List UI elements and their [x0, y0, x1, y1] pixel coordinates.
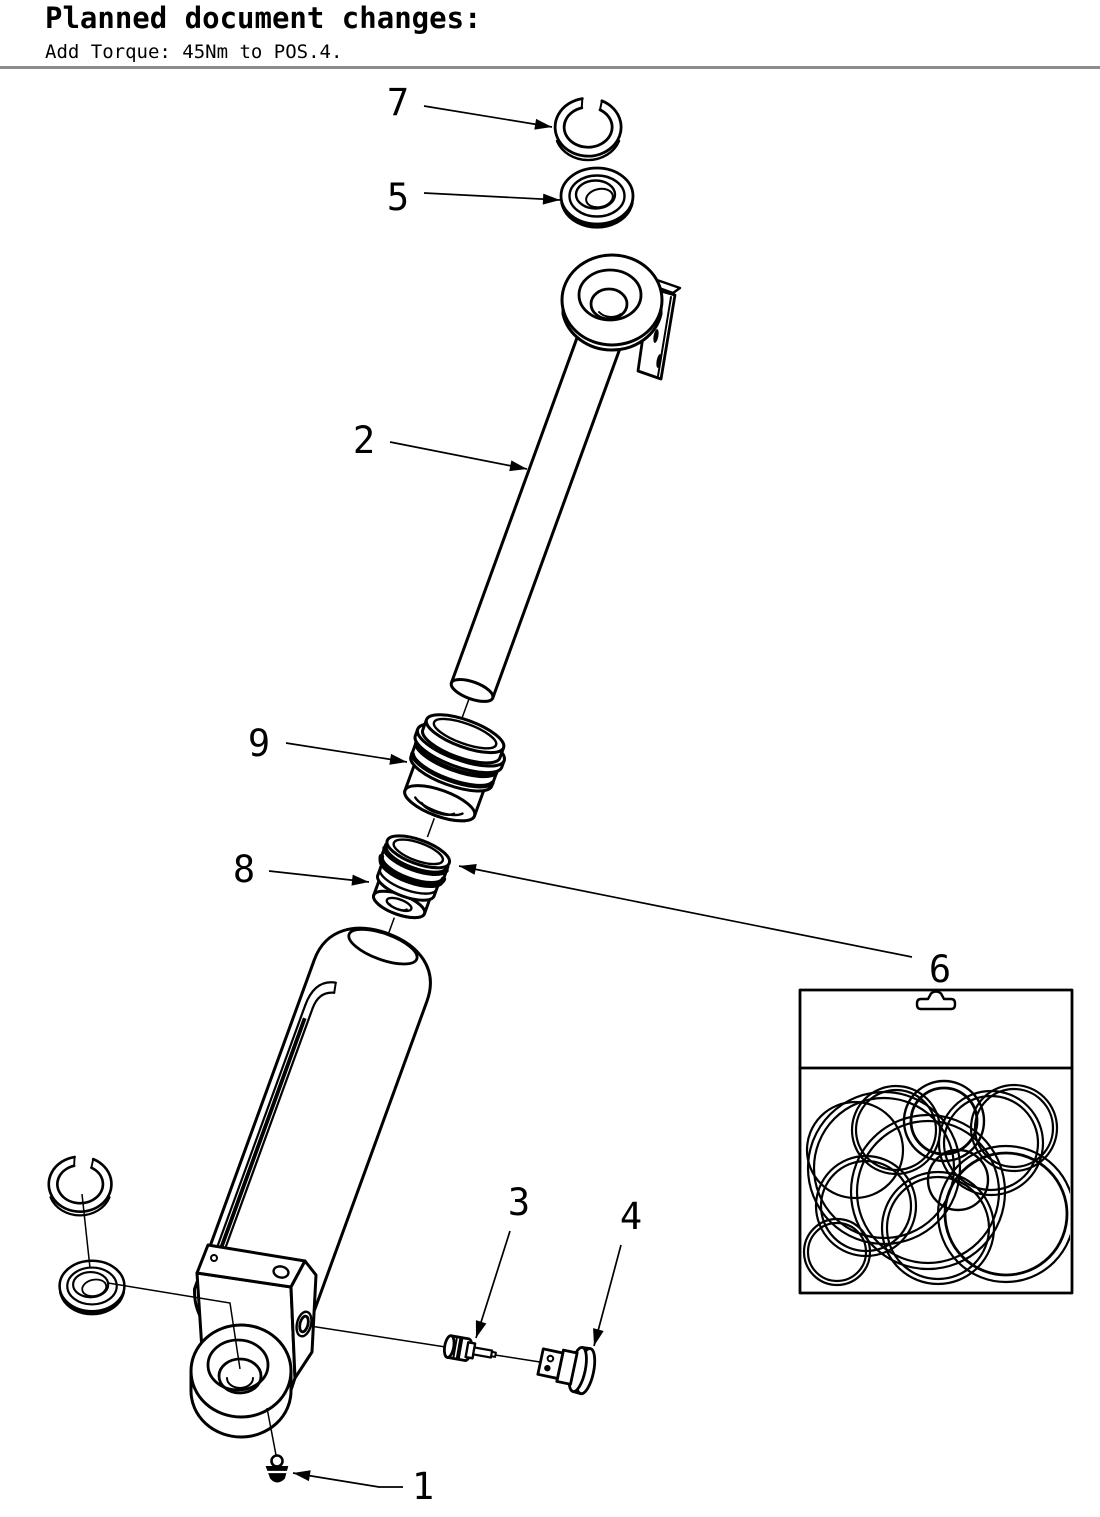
- part-number-5: 5: [387, 176, 409, 219]
- leader-line-7: [423, 105, 553, 128]
- piston-rod: [449, 312, 628, 725]
- rod-seal-5: [559, 166, 635, 229]
- snap-ring-7: [553, 97, 623, 162]
- seal-kit-bag: [798, 988, 1074, 1295]
- part-number-9: 9: [248, 722, 270, 765]
- part-number-1: 1: [412, 1465, 434, 1508]
- grease-nipple-1: [265, 1454, 289, 1483]
- callouts: 7 5 2 9 8 6 3 4 1: [233, 81, 951, 1508]
- base-snap-ring: [47, 1155, 113, 1217]
- part-number-3: 3: [508, 1181, 530, 1224]
- leader-line-9: [285, 742, 408, 763]
- part-number-7: 7: [387, 81, 409, 124]
- arrowhead-9: [389, 753, 407, 765]
- fitting-3: [442, 1334, 497, 1362]
- page-title: Planned document changes:: [45, 1, 482, 35]
- part-number-6: 6: [929, 948, 951, 991]
- base-eye: [189, 1323, 293, 1439]
- bag-seal-rings: [802, 1079, 1070, 1287]
- bag-hang-hole: [915, 990, 957, 1011]
- part-number-8: 8: [233, 848, 255, 891]
- arrowhead-4: [593, 1328, 604, 1346]
- leader-line-4: [593, 1244, 622, 1347]
- leader-line-3: [475, 1230, 511, 1339]
- leader-line-2: [389, 441, 528, 470]
- base-seal: [58, 1259, 126, 1316]
- assembly-center-lines: [81, 1193, 541, 1456]
- arrowhead-2: [509, 460, 527, 472]
- leader-line-6: [458, 865, 913, 958]
- leader-line-5: [423, 192, 561, 201]
- change-note: Add Torque: 45Nm to POS.4.: [45, 41, 343, 63]
- plug-4: [536, 1346, 597, 1396]
- header-divider: [0, 66, 1100, 69]
- arrowhead-6: [459, 863, 477, 875]
- hydraulic-pipe: [215, 981, 337, 1254]
- arrowhead-5: [542, 193, 560, 205]
- arrowhead-7: [534, 118, 552, 130]
- part-number-4: 4: [620, 1195, 642, 1238]
- rod-eye: [560, 253, 664, 352]
- leader-line-1: [292, 1472, 403, 1488]
- page-header: Planned document changes: Add Torque: 45…: [45, 0, 482, 63]
- guide-bush-9: [403, 713, 506, 838]
- part-number-2: 2: [353, 419, 375, 462]
- arrowhead-3: [475, 1320, 487, 1338]
- arrowhead-1: [293, 1470, 311, 1482]
- arrowhead-8: [351, 874, 369, 886]
- piston-8: [372, 834, 452, 935]
